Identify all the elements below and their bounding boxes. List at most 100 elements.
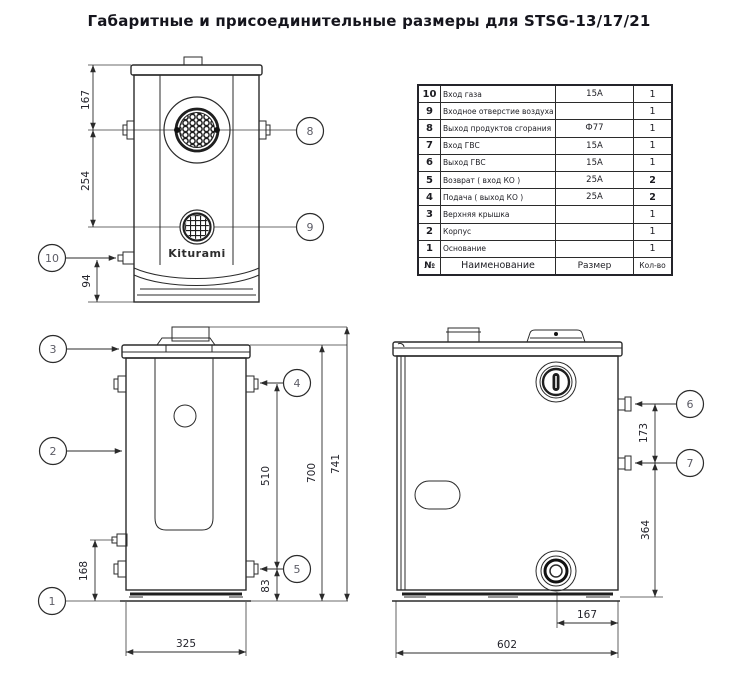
part-size: 15A [555, 136, 634, 155]
front-side-fittings [113, 375, 259, 578]
dim-364-label: 364 [640, 520, 652, 540]
front-dimensions: 741 700 510 83 168 325 [78, 327, 350, 655]
svg-text:2: 2 [50, 445, 57, 458]
front-view: 741 700 510 83 168 325 3 2 1 [37, 326, 350, 656]
part-size: 15A [555, 153, 634, 172]
header-qty: Кол-во [633, 256, 673, 276]
svg-text:9: 9 [307, 221, 314, 234]
front-base-skirt [120, 589, 251, 602]
part-qty: 1 [633, 119, 673, 138]
part-number: 5 [417, 170, 441, 190]
part-qty: 1 [633, 222, 673, 241]
svg-text:1: 1 [49, 595, 56, 608]
side-oval-opening [414, 480, 461, 510]
svg-text:6: 6 [687, 398, 694, 411]
part-number: 4 [417, 188, 441, 207]
front-top-body-drawing: Kiturami [117, 56, 271, 303]
table-row: 8 Выход продуктов сгорания Ф77 1 [417, 119, 673, 138]
part-name: Выход продуктов сгорания [440, 119, 556, 138]
part-qty: 1 [633, 84, 673, 104]
front-top-view: Kiturami 167 254 94 8 9 [37, 56, 325, 303]
table-header-row: № Наименование Размер Кол-во [417, 256, 673, 276]
part-number: 8 [417, 119, 441, 138]
table-row: 9 Входное отверстие воздуха 1 [417, 102, 673, 121]
svg-text:7: 7 [687, 457, 694, 470]
callout-7: 7 [635, 448, 705, 478]
callout-2: 2 [38, 436, 122, 466]
callout-10: 10 [37, 243, 116, 273]
header-name: Наименование [440, 256, 556, 276]
dim-510-label: 510 [260, 466, 272, 486]
part-number: 7 [417, 136, 441, 155]
callout-1: 1 [37, 586, 67, 616]
part-qty: 1 [633, 239, 673, 258]
part-size [555, 205, 634, 224]
callout-9: 9 [295, 212, 325, 242]
flue-level-side-fittings [122, 120, 271, 140]
part-qty: 1 [633, 102, 673, 121]
part-name: Верхняя крышка [440, 205, 556, 224]
part-name: Вход ГВС [440, 136, 556, 155]
side-dimensions: 173 364 167 602 [396, 404, 658, 656]
table-row: 2 Корпус 1 [417, 222, 673, 241]
parts-table: 10 Вход газа 15A 1 9 Входное отверстие в… [417, 84, 673, 277]
page-title: Габаритные и присоединительные размеры д… [87, 12, 651, 30]
callout-8: 8 [295, 116, 325, 146]
part-size: Ф77 [555, 119, 634, 138]
svg-text:3: 3 [50, 343, 57, 356]
part-size: 15A [555, 84, 634, 104]
part-number: 1 [417, 239, 441, 258]
brand-logo: Kiturami [168, 247, 225, 260]
flue-outlet-drawing [163, 96, 231, 164]
dim-254-label: 254 [80, 171, 92, 191]
part-name: Возврат ( вход КО ) [440, 170, 556, 190]
side-right-fittings [617, 396, 632, 471]
dim-602-label: 602 [497, 639, 517, 651]
part-number: 9 [417, 102, 441, 121]
part-number: 10 [417, 84, 441, 104]
dim-168-label: 168 [78, 561, 90, 581]
callout-5: 5 [260, 554, 312, 584]
header-num: № [417, 256, 441, 276]
table-row: 5 Возврат ( вход КО ) 25A 2 [417, 170, 673, 190]
dim-83-label: 83 [260, 579, 272, 592]
side-extension-lines [395, 592, 663, 658]
part-qty: 1 [633, 136, 673, 155]
part-name: Входное отверстие воздуха [440, 102, 556, 121]
dim-173-label: 173 [638, 423, 650, 443]
svg-text:8: 8 [307, 125, 314, 138]
part-size: 25A [555, 188, 634, 207]
table-row: 10 Вход газа 15A 1 [417, 84, 673, 104]
callout-4: 4 [260, 368, 312, 398]
side-base-skirt [392, 589, 620, 602]
part-number: 6 [417, 153, 441, 172]
part-size [555, 222, 634, 241]
dim-94-label: 94 [81, 274, 93, 288]
table-row: 4 Подача ( выход КО ) 25A 2 [417, 188, 673, 207]
svg-text:5: 5 [294, 563, 301, 576]
air-intake-drawing [179, 209, 215, 245]
part-name: Корпус [440, 222, 556, 241]
part-name: Подача ( выход КО ) [440, 188, 556, 207]
side-valve-fitting [535, 361, 577, 403]
part-number: 3 [417, 205, 441, 224]
dim-700-label: 700 [306, 463, 318, 483]
table-row: 6 Выход ГВС 15A 1 [417, 153, 673, 172]
side-view: 173 364 167 602 6 7 [392, 327, 705, 658]
dim-167-bottom-label: 167 [577, 609, 597, 621]
svg-text:10: 10 [45, 252, 59, 265]
svg-text:4: 4 [294, 377, 301, 390]
part-name: Выход ГВС [440, 153, 556, 172]
front-top-extension-lines [88, 64, 296, 303]
part-qty: 1 [633, 205, 673, 224]
gas-inlet-fitting [117, 251, 135, 265]
side-drain-fitting [535, 550, 577, 592]
part-size [555, 102, 634, 121]
part-size [555, 239, 634, 258]
front-body-drawing [111, 326, 259, 602]
callout-3: 3 [38, 334, 119, 364]
side-body-drawing [392, 327, 632, 602]
dim-741-label: 741 [330, 454, 342, 474]
callout-6: 6 [635, 389, 705, 419]
